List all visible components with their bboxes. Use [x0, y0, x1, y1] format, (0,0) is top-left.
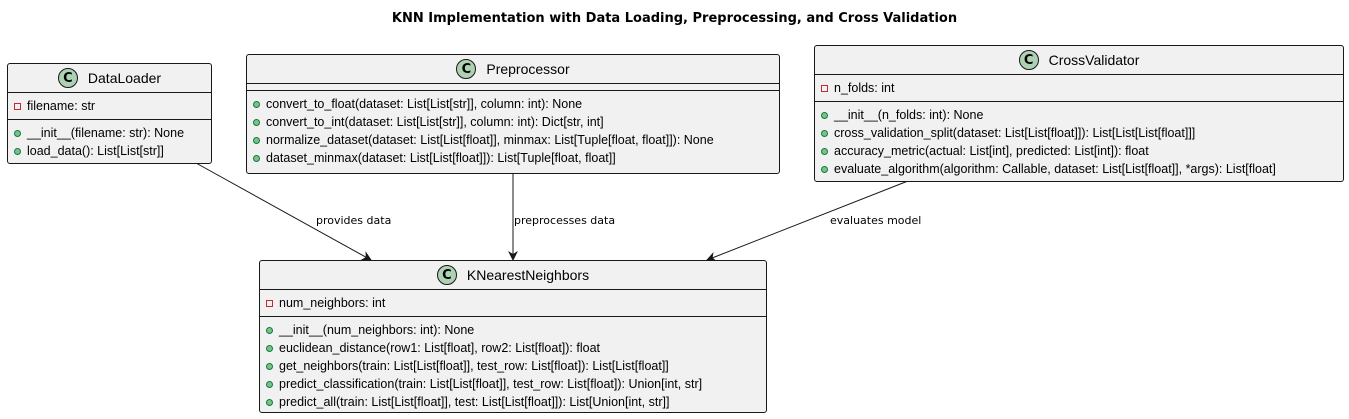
- methods-section: __init__(num_neighbors: int): None eucli…: [260, 317, 766, 415]
- class-name: DataLoader: [87, 70, 162, 86]
- public-visibility-icon: [266, 326, 273, 334]
- method-row: accuracy_metric(actual: List[int], predi…: [821, 142, 1343, 160]
- method-row: convert_to_float(dataset: List[List[str]…: [253, 95, 779, 113]
- methods-section: convert_to_float(dataset: List[List[str]…: [247, 91, 779, 171]
- private-visibility-icon: [821, 84, 828, 92]
- public-visibility-icon: [821, 165, 828, 173]
- public-visibility-icon: [266, 380, 273, 388]
- public-visibility-icon: [266, 398, 273, 406]
- fields-section: num_neighbors: int: [260, 290, 766, 317]
- fields-section: filename: str: [8, 93, 211, 120]
- method-row: evaluate_algorithm(algorithm: Callable, …: [821, 160, 1343, 178]
- public-visibility-icon: [266, 344, 273, 352]
- public-visibility-icon: [253, 154, 260, 162]
- field-row: n_folds: int: [821, 79, 1343, 97]
- edge-dataloader-knn: [195, 162, 372, 261]
- fields-section: [247, 84, 779, 91]
- edge-crossvalidator-knn: [706, 180, 909, 262]
- public-visibility-icon: [266, 362, 273, 370]
- method-row: get_neighbors(train: List[List[float]], …: [266, 357, 766, 375]
- method-row: __init__(n_folds: int): None: [821, 106, 1343, 124]
- edge-label-evaluates: evaluates model: [830, 214, 922, 227]
- class-badge-icon: C: [57, 68, 78, 88]
- class-header: C CrossValidator: [815, 46, 1343, 75]
- public-visibility-icon: [14, 129, 21, 137]
- public-visibility-icon: [253, 136, 260, 144]
- class-header: C KNearestNeighbors: [260, 261, 766, 290]
- methods-section: __init__(filename: str): None load_data(…: [8, 120, 211, 164]
- private-visibility-icon: [14, 102, 21, 110]
- class-preprocessor: C Preprocessor convert_to_float(dataset:…: [246, 54, 780, 174]
- public-visibility-icon: [821, 129, 828, 137]
- method-row: dataset_minmax(dataset: List[List[float]…: [253, 149, 779, 167]
- class-name: Preprocessor: [486, 61, 570, 77]
- method-row: predict_all(train: List[List[float]], te…: [266, 393, 766, 411]
- method-row: __init__(num_neighbors: int): None: [266, 321, 766, 339]
- class-badge-icon: C: [436, 265, 457, 285]
- class-header: C DataLoader: [8, 64, 211, 93]
- class-name: CrossValidator: [1048, 52, 1140, 68]
- class-knearestneighbors: C KNearestNeighbors num_neighbors: int _…: [259, 260, 767, 413]
- public-visibility-icon: [253, 100, 260, 108]
- public-visibility-icon: [821, 111, 828, 119]
- method-row: load_data(): List[List[str]]: [14, 142, 211, 160]
- public-visibility-icon: [14, 147, 21, 155]
- private-visibility-icon: [266, 299, 273, 307]
- fields-section: n_folds: int: [815, 75, 1343, 102]
- diagram-title: KNN Implementation with Data Loading, Pr…: [391, 11, 958, 26]
- method-row: convert_to_int(dataset: List[List[str]],…: [253, 113, 779, 131]
- class-crossvalidator: C CrossValidator n_folds: int __init__(n…: [814, 45, 1344, 182]
- method-row: cross_validation_split(dataset: List[Lis…: [821, 124, 1343, 142]
- edge-label-preprocesses: preprocesses data: [514, 214, 616, 227]
- public-visibility-icon: [821, 147, 828, 155]
- edge-label-provides: provides data: [316, 214, 392, 227]
- field-row: filename: str: [14, 97, 211, 115]
- methods-section: __init__(n_folds: int): None cross_valid…: [815, 102, 1343, 182]
- method-row: __init__(filename: str): None: [14, 124, 211, 142]
- method-row: normalize_dataset(dataset: List[List[flo…: [253, 131, 779, 149]
- class-badge-icon: C: [456, 59, 477, 79]
- class-header: C Preprocessor: [247, 55, 779, 84]
- method-row: predict_classification(train: List[List[…: [266, 375, 766, 393]
- class-dataloader: C DataLoader filename: str __init__(file…: [7, 63, 212, 164]
- method-row: euclidean_distance(row1: List[float], ro…: [266, 339, 766, 357]
- public-visibility-icon: [253, 118, 260, 126]
- class-badge-icon: C: [1018, 50, 1039, 70]
- class-name: KNearestNeighbors: [466, 267, 590, 283]
- field-row: num_neighbors: int: [266, 294, 766, 312]
